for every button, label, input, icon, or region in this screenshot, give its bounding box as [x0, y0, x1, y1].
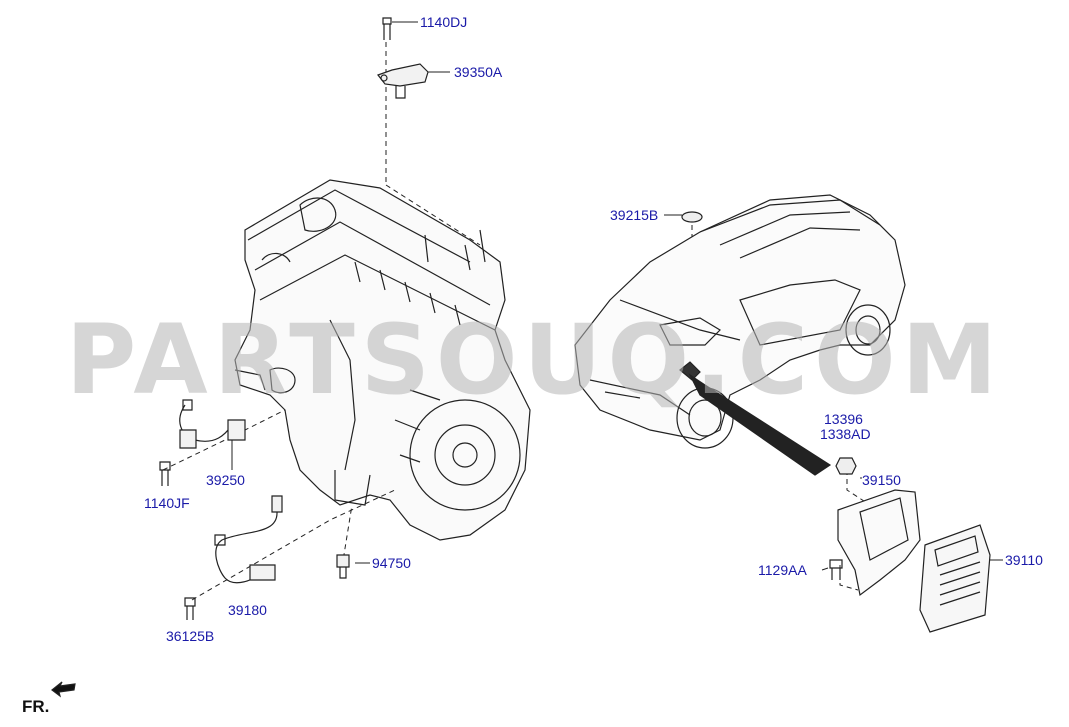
- pointer-band: [688, 373, 832, 476]
- bolt-1140dj: [382, 17, 392, 40]
- label-94750: 94750: [372, 555, 411, 571]
- label-39250: 39250: [206, 472, 245, 488]
- knock-sensor: [179, 399, 246, 449]
- engine-assembly: [234, 179, 531, 541]
- grommet: [681, 211, 703, 223]
- label-1140dj: 1140DJ: [420, 14, 468, 30]
- label-1140jf: 1140JF: [144, 495, 190, 511]
- front-direction-label: FR.: [22, 697, 50, 716]
- label-1129aa: 1129AA: [758, 562, 807, 578]
- label-1338ad: 1338AD: [820, 426, 871, 442]
- bolt-36125b: [184, 597, 196, 620]
- bolt-1140jf: [159, 461, 171, 486]
- vehicle: [574, 194, 906, 449]
- label-36125b: 36125B: [166, 628, 215, 644]
- cam-sensor: [377, 63, 429, 99]
- oil-switch: [336, 554, 350, 579]
- watermark: PARTSOUQ.COM: [65, 304, 1004, 416]
- front-arrow-icon: [51, 681, 76, 698]
- bolt-1129aa: [829, 559, 843, 580]
- label-39150: 39150: [862, 472, 901, 488]
- label-39215b: 39215B: [610, 207, 659, 223]
- nut: [835, 457, 857, 475]
- label-13396: 13396: [824, 411, 863, 427]
- label-39180: 39180: [228, 602, 267, 618]
- o2-sensor: [214, 495, 283, 584]
- label-39350a: 39350A: [454, 64, 503, 80]
- ecu-bracket: [837, 489, 921, 597]
- ecu: [919, 524, 991, 633]
- label-39110: 39110: [1005, 552, 1043, 568]
